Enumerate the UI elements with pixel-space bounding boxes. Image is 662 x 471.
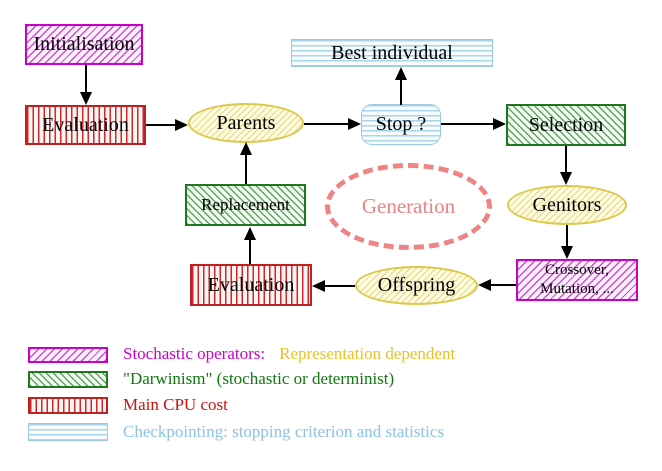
arrowhead-down-icon — [560, 172, 572, 185]
legend-label-cpu: Main CPU cost — [123, 395, 228, 414]
legend-label-checkpointing: Checkpointing: stopping criterion and st… — [123, 422, 445, 441]
node-stop: Stop ? — [361, 104, 441, 145]
edge-stop-selection — [441, 123, 493, 125]
node-evaluation-bottom: Evaluation — [190, 264, 312, 306]
node-crossover-mutation-label: Crossover, Mutation, ... — [540, 261, 614, 298]
arrowhead-right-icon — [175, 119, 188, 131]
edge-parents-stop — [304, 123, 349, 125]
legend-swatch-darwinism — [28, 371, 108, 388]
legend-label-stochastic: Stochastic operators:Representation depe… — [123, 344, 456, 363]
node-parents: Parents — [188, 103, 304, 143]
node-genitors: Genitors — [507, 185, 627, 225]
edge-eval-parents — [146, 124, 177, 126]
edge-offspring-eval — [324, 285, 355, 287]
node-parents-label: Parents — [216, 111, 276, 134]
node-offspring-label: Offspring — [377, 274, 456, 296]
legend-swatch-checkpointing — [28, 423, 108, 441]
edge-stop-best — [400, 78, 402, 105]
node-replacement: Replacement — [185, 184, 306, 226]
arrowhead-left-icon — [312, 280, 325, 292]
arrowhead-right-icon — [493, 118, 506, 130]
legend-label-darwinism: "Darwinism" (stochastic or determinist) — [123, 369, 395, 388]
edge-genitors-crossover — [566, 225, 568, 248]
arrowhead-up-icon — [244, 227, 256, 240]
edge-selection-genitors — [565, 146, 567, 174]
arrowhead-up-icon — [395, 67, 407, 80]
node-selection-label: Selection — [528, 113, 604, 136]
node-generation-label: Generation — [361, 194, 456, 218]
edge-replacement-parents — [245, 154, 247, 184]
edge-eval-replacement — [249, 239, 251, 264]
node-replacement-label: Replacement — [201, 195, 290, 214]
arrowhead-up-icon — [240, 142, 252, 155]
node-offspring: Offspring — [355, 266, 478, 305]
node-best-individual-label: Best individual — [331, 41, 453, 64]
arrowhead-right-icon — [348, 118, 361, 130]
node-stop-label: Stop ? — [375, 113, 427, 135]
legend-swatch-cpu — [28, 397, 108, 414]
node-generation: Generation — [325, 163, 492, 250]
edge-init-eval — [85, 65, 87, 95]
node-initialisation: Initialisation — [25, 24, 143, 65]
node-selection: Selection — [506, 104, 626, 146]
node-best-individual: Best individual — [291, 39, 493, 67]
node-initialisation-label: Initialisation — [33, 33, 135, 55]
arrowhead-left-icon — [478, 279, 491, 291]
node-genitors-label: Genitors — [532, 193, 602, 216]
node-evaluation-top-label: Evaluation — [42, 113, 129, 136]
node-crossover-mutation: Crossover, Mutation, ... — [516, 259, 638, 301]
legend-swatch-stochastic — [28, 347, 108, 363]
node-evaluation-bottom-label: Evaluation — [207, 273, 295, 296]
node-evaluation-top: Evaluation — [25, 105, 146, 145]
edge-crossover-offspring — [490, 284, 516, 286]
arrowhead-down-icon — [80, 92, 92, 105]
arrowhead-down-icon — [561, 246, 573, 259]
